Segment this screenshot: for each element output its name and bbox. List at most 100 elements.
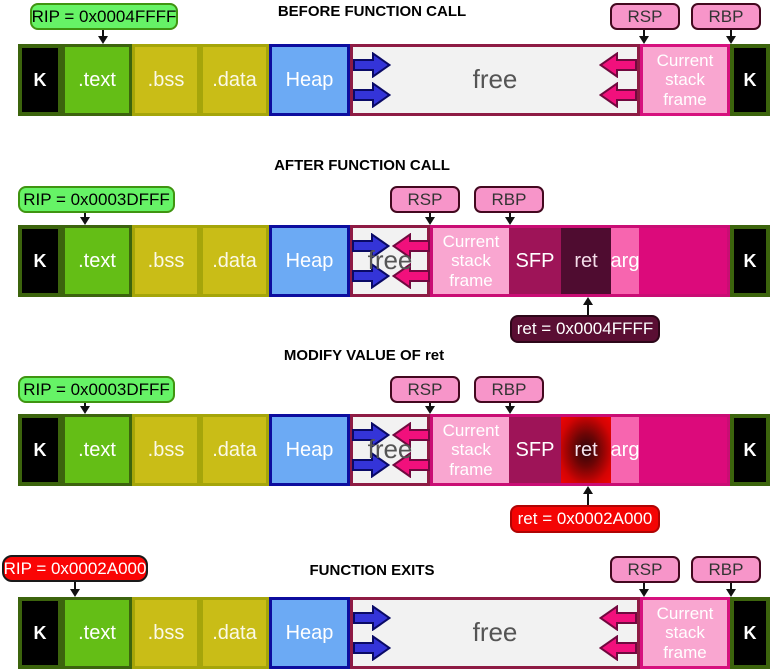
segment-data: .data bbox=[200, 225, 269, 297]
segment-text: .text bbox=[62, 414, 132, 486]
segment-label: Heap bbox=[285, 68, 334, 91]
segment-k: K bbox=[18, 44, 62, 116]
segment-label: .bss bbox=[147, 68, 185, 91]
grow-left-arrow-icon bbox=[598, 51, 637, 79]
rip-register-box: RIP = 0x0003DFFF bbox=[18, 186, 175, 213]
segment-k: K bbox=[18, 597, 62, 669]
segment-heap: Heap bbox=[269, 597, 350, 669]
segment-sfp: SFP bbox=[509, 228, 561, 294]
pointer-line bbox=[74, 582, 76, 590]
segment-label: .data bbox=[212, 438, 257, 461]
grow-right-arrow-icon bbox=[352, 451, 391, 479]
pointer-line bbox=[429, 213, 431, 218]
grow-right-arrow-icon bbox=[353, 604, 392, 632]
segment-frame: Current stack frame bbox=[640, 44, 730, 116]
segment-label: K bbox=[743, 439, 757, 460]
down-arrowhead-icon bbox=[98, 36, 108, 44]
segment-bss: .bss bbox=[132, 414, 200, 486]
segment-k: K bbox=[730, 597, 770, 669]
pointer-line bbox=[643, 583, 645, 590]
segment-label: free bbox=[472, 617, 518, 648]
segment-label: K bbox=[743, 69, 757, 90]
segment-bss: .bss bbox=[132, 44, 200, 116]
rsp-register-box: RSP bbox=[610, 556, 680, 583]
segment-label: ret bbox=[574, 249, 598, 272]
segment-label: SFP bbox=[515, 438, 555, 461]
pointer-line bbox=[84, 213, 86, 218]
ret-value-annotation: ret = 0x0002A000 bbox=[510, 505, 660, 533]
segment-label: K bbox=[33, 250, 47, 271]
pointer-line bbox=[643, 30, 645, 37]
segment-frame: Current stack frame bbox=[433, 417, 509, 483]
pointer-line bbox=[429, 403, 431, 407]
grow-right-arrow-icon bbox=[353, 51, 392, 79]
segment-label: Current stack frame bbox=[656, 604, 714, 662]
rip-register-box: RIP = 0x0002A000 bbox=[2, 555, 148, 582]
segment-label: .data bbox=[212, 621, 257, 644]
down-arrowhead-icon bbox=[70, 589, 80, 597]
segment-label: arg bbox=[610, 438, 640, 461]
down-arrowhead-icon bbox=[726, 589, 736, 597]
segment-arg: arg bbox=[611, 417, 639, 483]
segment-arg: arg bbox=[611, 228, 639, 294]
segment-label: free bbox=[367, 245, 413, 276]
down-arrowhead-icon bbox=[639, 589, 649, 597]
pointer-line bbox=[587, 304, 589, 315]
segment-heap: Heap bbox=[269, 44, 350, 116]
grow-left-arrow-icon bbox=[391, 451, 430, 479]
segment-heap: Heap bbox=[269, 225, 350, 297]
section-title: MODIFY VALUE OF ret bbox=[283, 347, 445, 364]
rip-register-box: RIP = 0x0003DFFF bbox=[18, 376, 175, 403]
segment-bss: .bss bbox=[132, 225, 200, 297]
segment-free: free bbox=[350, 414, 430, 486]
pointer-line bbox=[730, 583, 732, 590]
grow-left-arrow-icon bbox=[598, 81, 637, 109]
grow-left-arrow-icon bbox=[391, 232, 430, 260]
rsp-register-box: RSP bbox=[610, 3, 680, 30]
grow-left-arrow-icon bbox=[391, 421, 430, 449]
segment-label: .text bbox=[78, 68, 116, 91]
segment-ret_hot: ret bbox=[561, 417, 611, 483]
segment-free: free bbox=[350, 44, 640, 116]
segment-label: arg bbox=[610, 249, 640, 272]
segment-k: K bbox=[730, 414, 770, 486]
pointer-line bbox=[730, 30, 732, 37]
segment-frame: Current stack frame bbox=[640, 597, 730, 669]
grow-right-arrow-icon bbox=[352, 421, 391, 449]
segment-label: .bss bbox=[147, 621, 185, 644]
rsp-register-box: RSP bbox=[390, 376, 460, 403]
pointer-line bbox=[102, 30, 104, 37]
down-arrowhead-icon bbox=[505, 406, 515, 414]
segment-label: free bbox=[367, 434, 413, 465]
rsp-register-box: RSP bbox=[390, 186, 460, 213]
segment-k: K bbox=[18, 414, 62, 486]
section-title: AFTER FUNCTION CALL bbox=[274, 157, 450, 174]
pointer-line bbox=[509, 213, 511, 218]
grow-left-arrow-icon bbox=[391, 262, 430, 290]
segment-label: .bss bbox=[147, 438, 185, 461]
segment-label: K bbox=[33, 439, 47, 460]
pointer-line bbox=[587, 493, 589, 505]
rbp-register-box: RBP bbox=[691, 3, 761, 30]
segment-k: K bbox=[730, 225, 770, 297]
segment-label: Heap bbox=[285, 438, 334, 461]
down-arrowhead-icon bbox=[505, 217, 515, 225]
segment-label: .text bbox=[78, 249, 116, 272]
pointer-line bbox=[84, 403, 86, 407]
pointer-line bbox=[509, 403, 511, 407]
segment-ret: ret bbox=[561, 228, 611, 294]
down-arrowhead-icon bbox=[425, 217, 435, 225]
segment-data: .data bbox=[200, 44, 269, 116]
segment-label: .data bbox=[212, 249, 257, 272]
segment-k: K bbox=[18, 225, 62, 297]
grow-left-arrow-icon bbox=[598, 634, 637, 662]
segment-label: K bbox=[33, 622, 47, 643]
segment-mag bbox=[639, 228, 727, 294]
segment-label: .data bbox=[212, 68, 257, 91]
segment-data: .data bbox=[200, 414, 269, 486]
